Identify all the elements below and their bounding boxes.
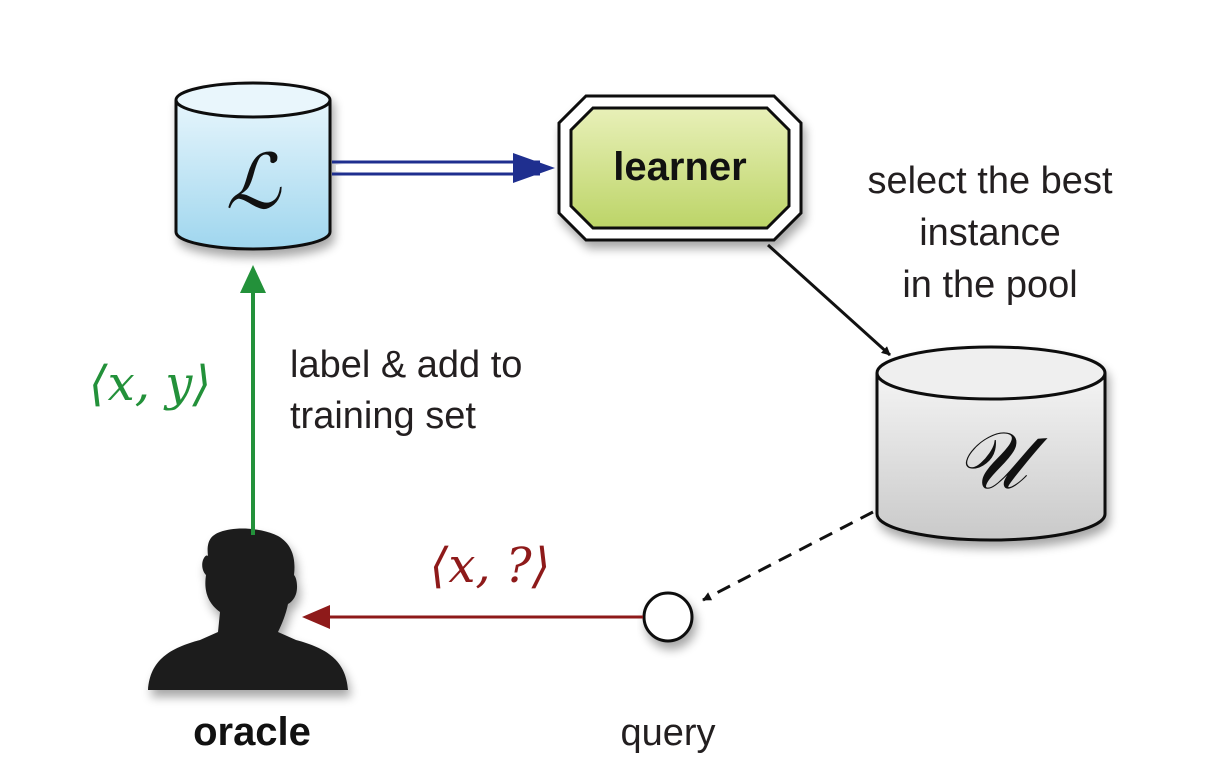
select-label-line-3: in the pool: [902, 264, 1077, 306]
label-arrow: [240, 265, 266, 535]
train-arrow: [332, 153, 555, 183]
select-label-line-2: instance: [919, 212, 1061, 254]
select-label-line-1: select the best: [867, 160, 1112, 202]
query-pair-label: ⟨x, ?⟩: [430, 538, 551, 594]
label-add-line-2: training set: [290, 395, 476, 437]
query-label: query: [620, 712, 715, 754]
query-node: [642, 591, 694, 643]
query-arrow: [302, 605, 643, 629]
learner-label: learner: [613, 145, 746, 189]
labeled-pair-label: ⟨x, y⟩: [89, 356, 211, 412]
label-add-line-1: label & add to: [290, 344, 522, 386]
unlabeled-pool-cylinder: [875, 345, 1107, 542]
labeled-set-symbol: ℒ: [226, 137, 283, 226]
sample-arrow: [702, 510, 874, 602]
oracle-person-icon: [148, 528, 348, 690]
oracle-label: oracle: [193, 710, 311, 754]
learner-box: [557, 94, 803, 242]
labeled-set-cylinder: [174, 81, 332, 251]
select-arrow: [766, 243, 892, 357]
